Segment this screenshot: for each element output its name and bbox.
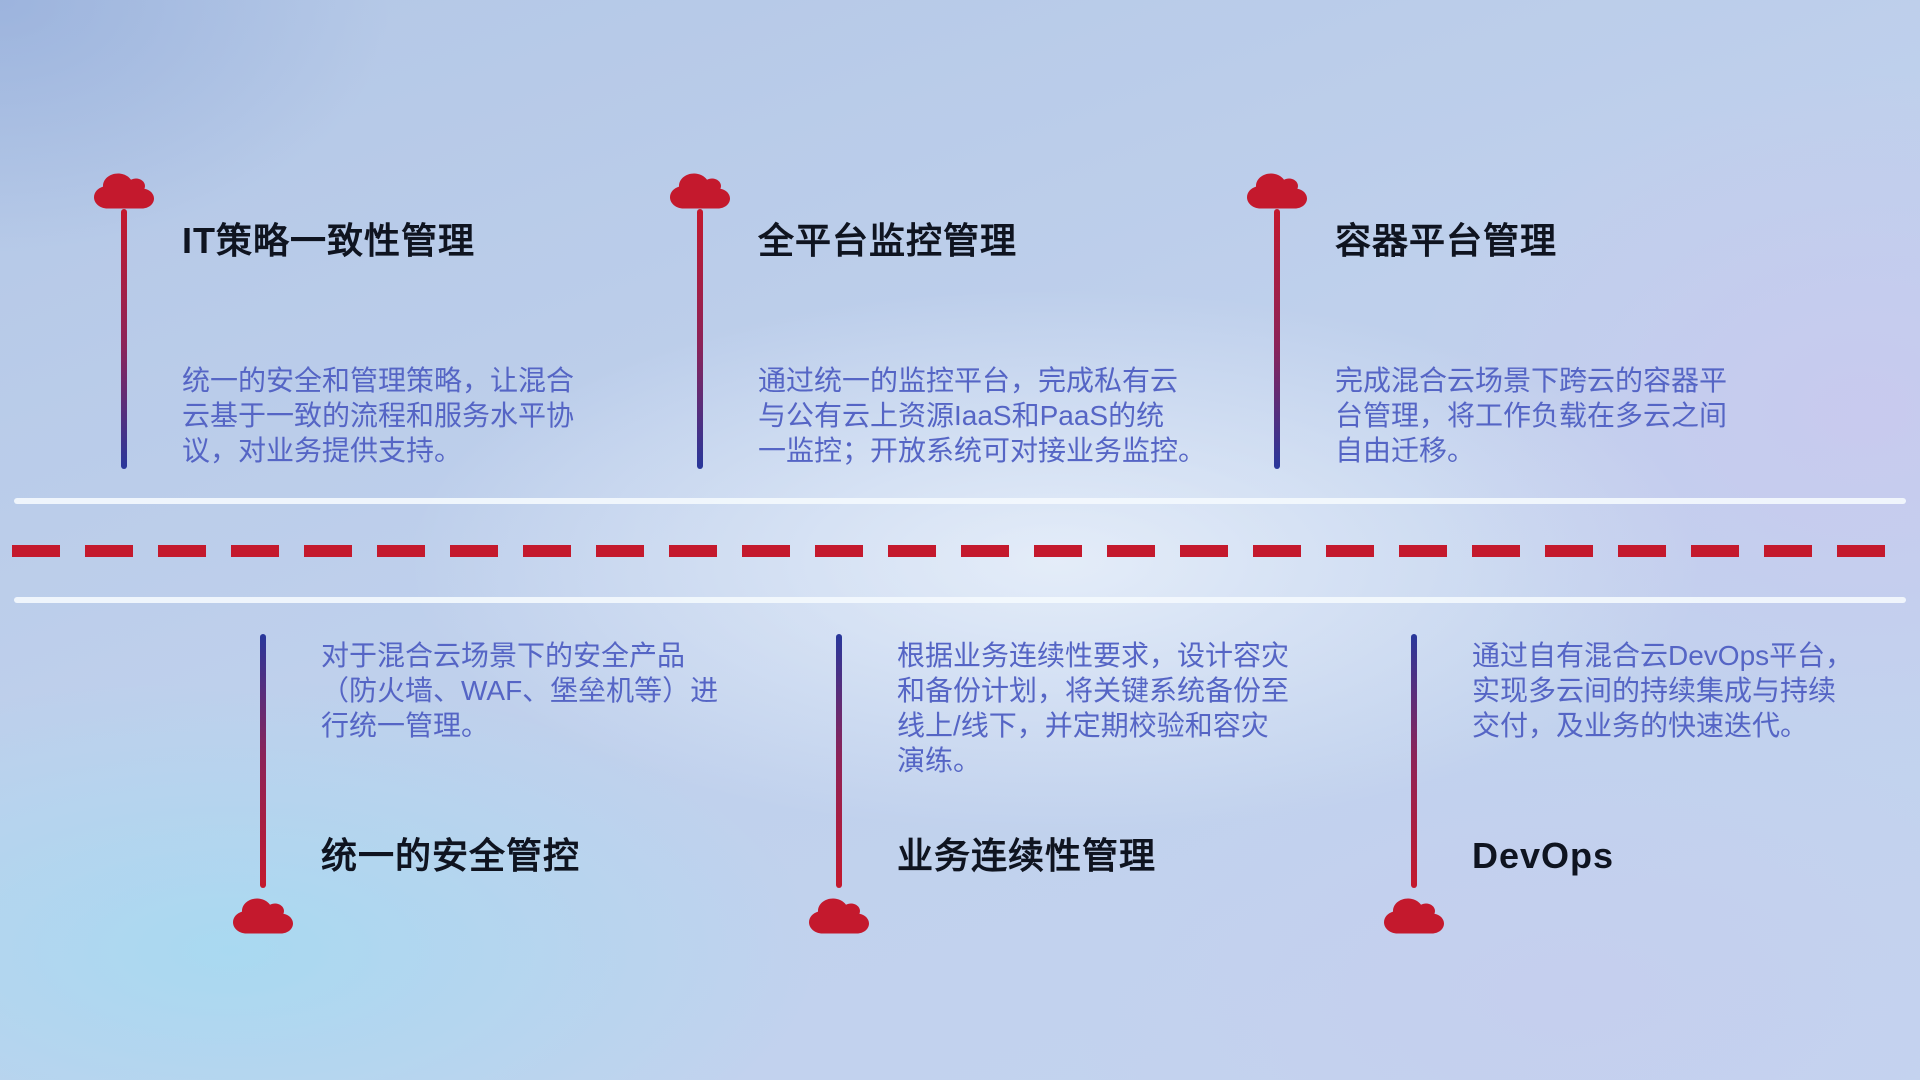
feature-title: 全平台监控管理 [758, 220, 1018, 261]
feature-column-security-control: 对于混合云场景下的安全产品 （防火墙、WAF、堡垒机等）进 行统一管理。 统一的… [233, 634, 793, 994]
feature-title: 业务连续性管理 [897, 835, 1157, 876]
feature-description: 对于混合云场景下的安全产品 （防火墙、WAF、堡垒机等）进 行统一管理。 [321, 640, 719, 741]
feature-title: DevOps [1472, 835, 1615, 876]
cloud-icon [233, 896, 293, 936]
feature-title: IT策略一致性管理 [182, 220, 475, 261]
connector-line [697, 209, 703, 469]
feature-description: 根据业务连续性要求，设计容灾 和备份计划，将关键系统备份至 线上/线下，并定期校… [897, 640, 1290, 776]
feature-column-monitoring: 全平台监控管理 通过统一的监控平台，完成私有云 与公有云上资源IaaS和PaaS… [670, 171, 1230, 531]
timeline-bottom-line [14, 597, 1906, 603]
connector-line [1411, 634, 1417, 888]
feature-title: 容器平台管理 [1335, 220, 1558, 261]
connector-line [260, 634, 266, 888]
connector-line [1274, 209, 1280, 469]
feature-title: 统一的安全管控 [321, 835, 581, 876]
cloud-icon [94, 171, 154, 211]
feature-column-container-platform: 容器平台管理 完成混合云场景下跨云的容器平 台管理，将工作负载在多云之间 自由迁… [1247, 171, 1807, 531]
connector-line [121, 209, 127, 469]
timeline-top-line [14, 498, 1906, 504]
connector-line [836, 634, 842, 888]
feature-description: 通过自有混合云DevOps平台， 实现多云间的持续集成与持续 交付，及业务的快速… [1472, 640, 1854, 741]
timeline-dashed-line [12, 545, 1908, 557]
cloud-icon [809, 896, 869, 936]
feature-description: 完成混合云场景下跨云的容器平 台管理，将工作负载在多云之间 自由迁移。 [1335, 365, 1728, 466]
cloud-icon [670, 171, 730, 211]
feature-description: 通过统一的监控平台，完成私有云 与公有云上资源IaaS和PaaS的统 一监控；开… [758, 365, 1207, 466]
cloud-icon [1247, 171, 1307, 211]
feature-column-it-policy: IT策略一致性管理 统一的安全和管理策略，让混合 云基于一致的流程和服务水平协 … [94, 171, 654, 531]
feature-description: 统一的安全和管理策略，让混合 云基于一致的流程和服务水平协 议，对业务提供支持。 [182, 365, 575, 466]
feature-column-devops: 通过自有混合云DevOps平台， 实现多云间的持续集成与持续 交付，及业务的快速… [1384, 634, 1920, 994]
feature-column-business-continuity: 根据业务连续性要求，设计容灾 和备份计划，将关键系统备份至 线上/线下，并定期校… [809, 634, 1369, 994]
cloud-icon [1384, 896, 1444, 936]
